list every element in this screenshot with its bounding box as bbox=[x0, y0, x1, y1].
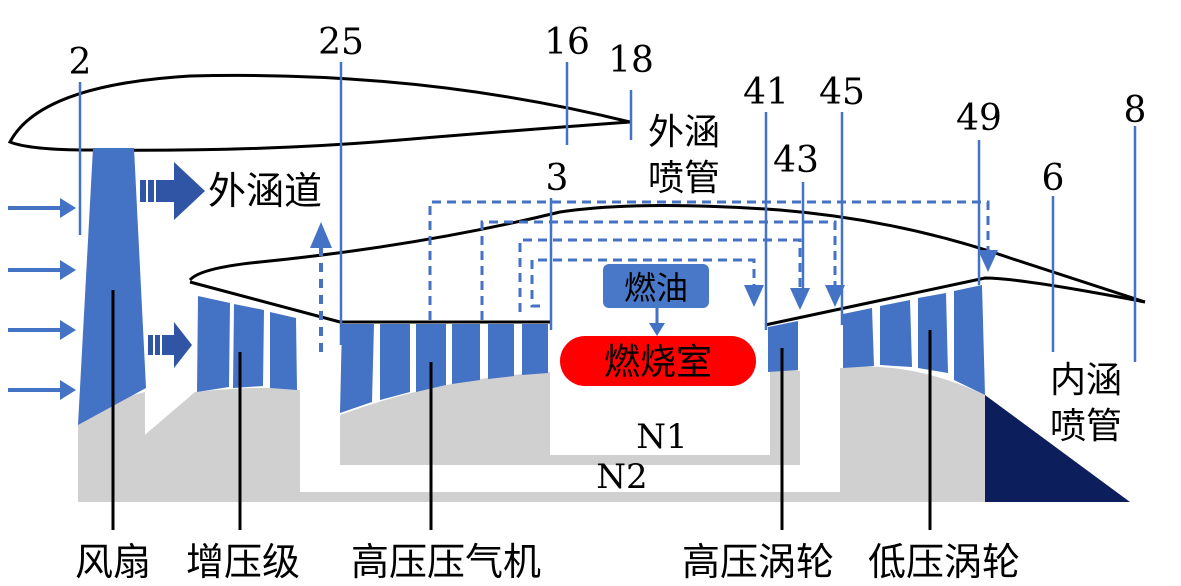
component-leader-lines bbox=[111, 290, 932, 530]
lp-turbine-blades bbox=[843, 285, 985, 395]
inlet-flow-arrows bbox=[8, 198, 76, 400]
shaft-n2-label: N2 bbox=[596, 457, 647, 497]
shaft-n1-label: N1 bbox=[636, 417, 687, 457]
station-2: 2 bbox=[69, 42, 92, 83]
hpc-blade bbox=[452, 324, 480, 384]
lpt-blade bbox=[918, 293, 948, 373]
bypass-flow-arrow bbox=[140, 162, 205, 220]
cooling-arrowhead-43 bbox=[790, 288, 810, 310]
lpt-blade bbox=[954, 285, 985, 395]
bleed-arrow bbox=[310, 222, 332, 352]
station-18: 18 bbox=[608, 40, 654, 81]
inlet-arrow bbox=[8, 380, 76, 400]
booster-label: 增压级 bbox=[186, 540, 300, 584]
cooling-arrowhead-41 bbox=[744, 285, 764, 307]
hpc-blade bbox=[380, 324, 410, 400]
lp-turbine-hub bbox=[840, 366, 985, 470]
fan-blade bbox=[78, 148, 146, 425]
inlet-arrow bbox=[8, 198, 76, 218]
bypass-nozzle-label-line2: 喷管 bbox=[648, 158, 720, 199]
booster-blade bbox=[197, 296, 230, 392]
cooling-arrowhead-49 bbox=[978, 250, 998, 272]
hp-spool-body bbox=[340, 370, 800, 465]
n1-gap bbox=[800, 372, 840, 465]
station-49: 49 bbox=[956, 98, 1002, 139]
station-numbers: 2 25 16 18 3 41 43 45 49 6 8 bbox=[69, 22, 1147, 199]
hpc-blade bbox=[522, 324, 548, 375]
cooling-route-45 bbox=[480, 220, 837, 320]
station-8: 8 bbox=[1124, 90, 1147, 131]
hp-compressor-label: 高压压气机 bbox=[351, 540, 541, 584]
hp-turbine-blade bbox=[768, 321, 798, 372]
core-nozzle-label-line2: 喷管 bbox=[1050, 406, 1122, 447]
fuel-label: 燃油 bbox=[624, 269, 688, 307]
station-6: 6 bbox=[1042, 158, 1065, 199]
station-3: 3 bbox=[546, 158, 569, 199]
cooling-route-41 bbox=[530, 258, 756, 308]
component-labels: 风扇 增压级 高压压气机 高压涡轮 低压涡轮 bbox=[75, 540, 1020, 584]
station-41: 41 bbox=[743, 72, 789, 113]
core-nozzle-label-line1: 内涵 bbox=[1050, 360, 1122, 401]
cooling-air-routes bbox=[428, 200, 990, 320]
bypass-nozzle-label-line1: 外涵 bbox=[648, 112, 720, 153]
cooling-route-49 bbox=[428, 200, 990, 320]
booster-blades bbox=[197, 296, 297, 392]
combustor-label: 燃烧室 bbox=[604, 342, 712, 383]
fan-label: 风扇 bbox=[75, 540, 151, 584]
nacelle-outline bbox=[7, 73, 631, 152]
inlet-arrow bbox=[8, 260, 76, 280]
hpc-blade bbox=[416, 324, 446, 392]
lp-turbine-label: 低压涡轮 bbox=[868, 540, 1020, 584]
bypass-duct-label: 外涵道 bbox=[208, 169, 322, 213]
cooling-arrowhead-45 bbox=[825, 285, 845, 307]
station-16: 16 bbox=[544, 22, 590, 63]
core-flow-arrow bbox=[148, 322, 192, 368]
lp-shaft bbox=[78, 392, 985, 502]
fuel-box bbox=[603, 264, 709, 308]
combustor-box bbox=[560, 336, 756, 386]
lpt-blade bbox=[880, 300, 912, 367]
station-43: 43 bbox=[773, 140, 819, 181]
hpc-blade bbox=[340, 324, 374, 413]
station-45: 45 bbox=[819, 72, 865, 113]
station-25: 25 bbox=[318, 22, 364, 63]
hp-turbine-label: 高压涡轮 bbox=[682, 540, 834, 584]
inlet-arrow bbox=[8, 320, 76, 340]
fuel-feed-arrowhead bbox=[649, 323, 665, 336]
hpc-blade bbox=[488, 324, 514, 379]
booster-blade bbox=[233, 304, 264, 388]
core-cowl-outline bbox=[188, 203, 1146, 304]
lpt-blade bbox=[843, 308, 874, 368]
cooling-route-43 bbox=[518, 238, 802, 312]
core-nozzle-cone bbox=[985, 395, 1130, 502]
booster-blade bbox=[270, 312, 297, 390]
station-lines bbox=[78, 62, 1137, 362]
hp-compressor-blades bbox=[340, 324, 548, 413]
